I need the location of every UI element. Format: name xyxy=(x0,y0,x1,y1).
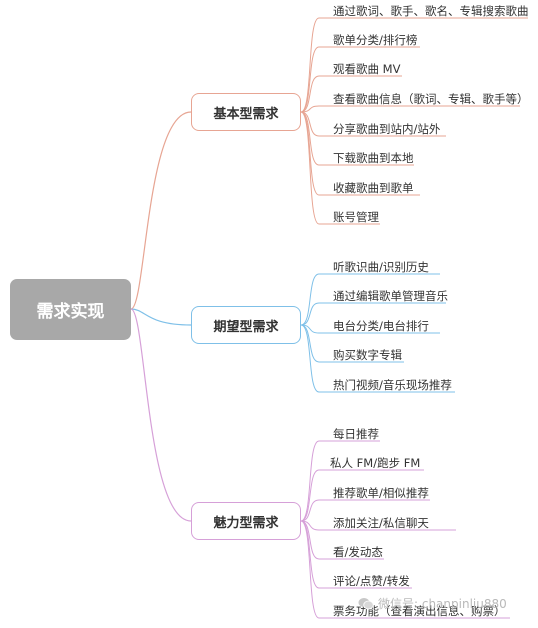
leaf-connector-1-2 xyxy=(300,324,440,334)
leaf-expected-5: 热门视频/音乐现场推荐 xyxy=(333,378,452,392)
leaf-expected-2: 通过编辑歌单管理音乐 xyxy=(333,289,448,303)
leaf-attractive-1: 每日推荐 xyxy=(333,427,379,441)
leaf-connector-1-0 xyxy=(300,273,440,326)
root-connector-2 xyxy=(130,308,192,522)
leaf-connector-1-4 xyxy=(300,324,455,393)
category-expected: 期望型需求 xyxy=(191,306,301,344)
root-node: 需求实现 xyxy=(10,279,131,340)
category-basic: 基本型需求 xyxy=(191,93,301,131)
leaf-connector-2-6 xyxy=(300,520,510,619)
leaf-basic-4: 查看歌曲信息（歌词、专辑、歌手等） xyxy=(333,92,529,106)
leaf-attractive-6: 评论/点赞/转发 xyxy=(333,574,410,588)
wechat-icon xyxy=(358,598,374,610)
leaf-connector-0-2 xyxy=(300,75,402,113)
category-attractive-label: 魅力型需求 xyxy=(213,515,279,531)
leaf-attractive-7: 票务功能（查看演出信息、购票） xyxy=(333,604,506,618)
leaf-basic-2: 歌单分类/排行榜 xyxy=(333,33,418,47)
leaf-connector-1-1 xyxy=(300,302,446,326)
category-expected-label: 期望型需求 xyxy=(213,319,279,335)
leaf-connector-2-2 xyxy=(300,499,430,522)
leaf-basic-8: 账号管理 xyxy=(333,210,379,224)
watermark: 微信号: chanpinliu880 xyxy=(358,595,507,612)
leaf-connector-2-0 xyxy=(300,440,380,522)
leaf-basic-3: 观看歌曲 MV xyxy=(333,62,401,76)
leaf-connector-2-3 xyxy=(300,520,456,531)
category-basic-label: 基本型需求 xyxy=(213,106,279,122)
leaf-attractive-5: 看/发动态 xyxy=(333,545,383,559)
leaf-attractive-4: 添加关注/私信聊天 xyxy=(333,516,429,530)
leaf-connector-0-1 xyxy=(300,46,420,113)
leaf-connector-0-3 xyxy=(300,105,520,113)
leaf-connector-0-0 xyxy=(300,17,528,113)
watermark-text: 微信号: chanpinliu880 xyxy=(378,597,507,611)
leaf-connector-2-1 xyxy=(300,469,424,522)
root-connector-1 xyxy=(130,308,192,326)
category-attractive: 魅力型需求 xyxy=(191,502,301,540)
leaf-basic-1: 通过歌词、歌手、歌名、专辑搜索歌曲 xyxy=(333,4,529,18)
leaf-expected-1: 听歌识曲/识别历史 xyxy=(333,260,429,274)
leaf-connector-0-7 xyxy=(300,111,380,225)
leaf-basic-5: 分享歌曲到站内/站外 xyxy=(333,122,441,136)
leaf-basic-7: 收藏歌曲到歌单 xyxy=(333,181,414,195)
leaf-connector-0-5 xyxy=(300,111,414,166)
leaf-expected-4: 购买数字专辑 xyxy=(333,348,402,362)
leaf-attractive-2: 私人 FM/跑步 FM xyxy=(330,456,421,470)
leaf-expected-3: 电台分类/电台排行 xyxy=(333,319,429,333)
root-label: 需求实现 xyxy=(36,302,105,322)
leaf-attractive-3: 推荐歌单/相似推荐 xyxy=(333,486,429,500)
root-connector-0 xyxy=(130,111,192,310)
leaf-basic-6: 下载歌曲到本地 xyxy=(333,151,414,165)
